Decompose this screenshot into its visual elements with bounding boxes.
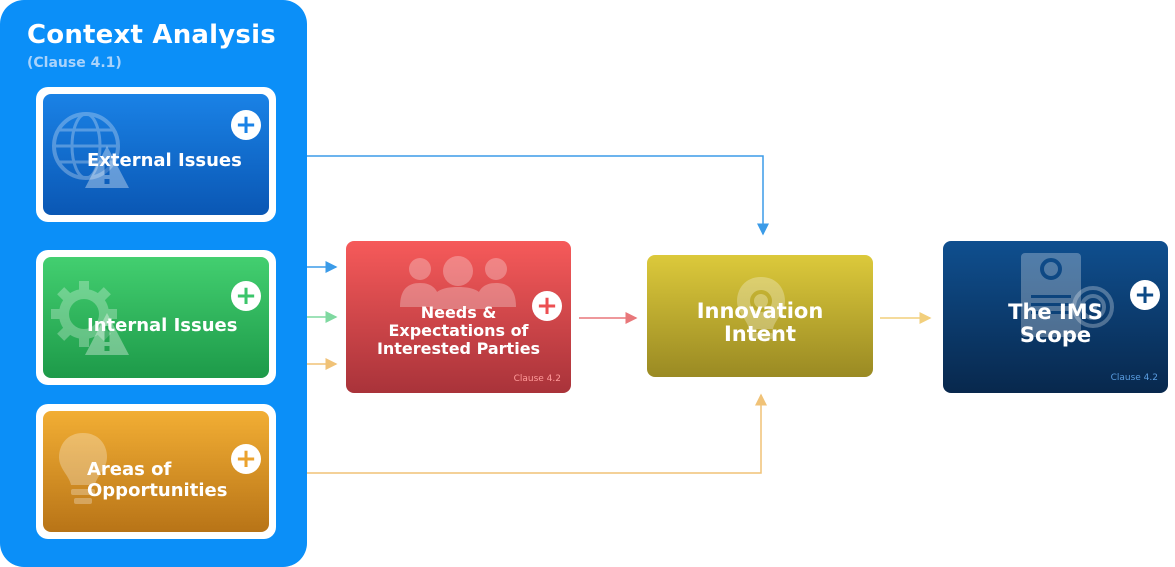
lightbulb-gear-icon [737,277,785,339]
arrow-opportunities-to-innovation [276,393,767,474]
internal-issues-card[interactable]: Internal Issues + [43,257,269,378]
target-icon [1072,286,1114,328]
warning-icon [85,313,129,355]
document-gear-icon [1021,253,1081,337]
external-issues-plus-button[interactable]: + [231,110,261,140]
globe-icon [52,112,120,180]
external-issues-card[interactable]: External Issues + [43,94,269,215]
internal-issues-frame: Internal Issues + [36,250,276,385]
internal-issues-label: Internal Issues [87,315,238,336]
scope-plus-button[interactable]: + [1130,280,1160,310]
external-issues-label: External Issues [87,150,242,171]
needs-clause-label: Clause 4.2 [513,374,561,384]
needs-expectations-label: Needs & Expectations of Interested Parti… [376,303,541,358]
lightbulb-icon [59,433,107,504]
external-issues-frame: External Issues + [36,87,276,222]
panel-title: Context Analysis [27,20,276,50]
warning-icon [85,146,129,188]
gear-icon [51,281,117,347]
people-group-icon [400,256,516,309]
innovation-intent-card[interactable]: Innovation Intent [647,255,873,377]
context-analysis-panel: Context Analysis (Clause 4.1) External I… [0,0,307,567]
internal-issues-plus-button[interactable]: + [231,281,261,311]
opportunities-card[interactable]: Areas of Opportunities + [43,411,269,532]
innovation-intent-label: Innovation Intent [696,299,824,346]
needs-expectations-card[interactable]: Needs & Expectations of Interested Parti… [346,241,571,393]
opportunities-plus-button[interactable]: + [231,444,261,474]
panel-subtitle: (Clause 4.1) [27,55,122,71]
opportunities-frame: Areas of Opportunities + [36,404,276,539]
ims-scope-card[interactable]: The IMS Scope + Clause 4.2 [943,241,1168,393]
arrow-external-to-innovation [276,155,769,236]
scope-clause-label: Clause 4.2 [1110,373,1158,383]
opportunities-label: Areas of Opportunities [87,459,228,501]
needs-plus-button[interactable]: + [532,291,562,321]
ims-scope-label: The IMS Scope [1008,300,1103,347]
